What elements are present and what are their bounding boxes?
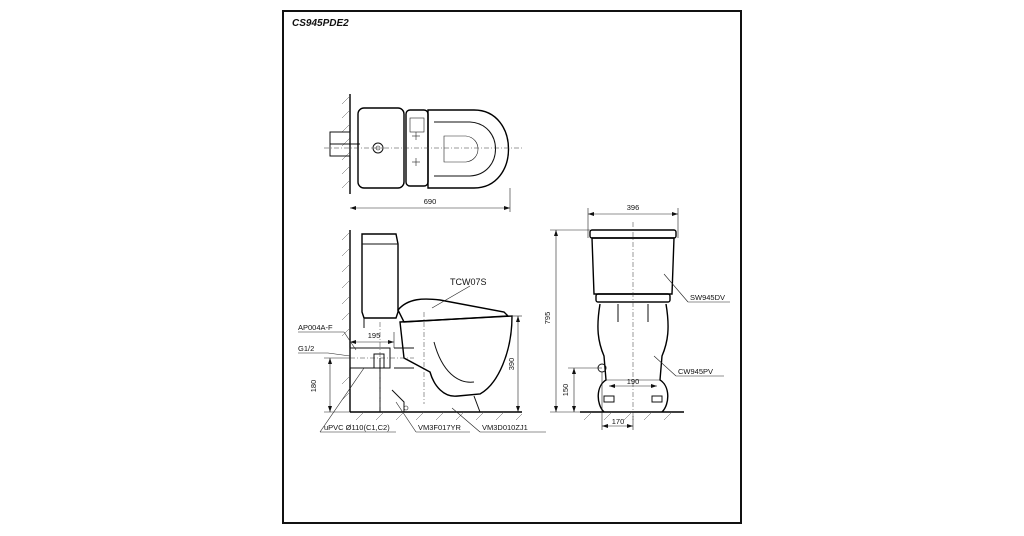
side-view: 195 390 180 TCW07S AP004A-F G1/2 [298,230,546,433]
label-part-zj: VM3D010ZJ1 [482,423,528,432]
drawing-frame: CS945PDE2 [282,10,742,524]
leader-thread [327,352,351,357]
dim-795-label: 795 [543,312,552,325]
front-bowl [597,303,669,413]
dim-150-label: 150 [561,384,570,397]
label-valve: AP004A-F [298,323,333,332]
side-bowl [399,315,513,397]
dim-690-label: 690 [424,197,437,206]
leader-valve [343,331,357,351]
dim-390-label: 390 [507,358,516,371]
model-title: CS945PDE2 [292,18,349,29]
dim-190-label: 190 [627,377,640,386]
leader-tank [663,273,689,303]
technical-drawing: 690 [298,94,730,433]
top-view: 690 [324,94,524,212]
front-tank [591,237,675,295]
leader-bowl [653,355,677,377]
label-tank: SW945DV [690,293,725,302]
dim-180-label: 180 [309,380,318,393]
side-trapway [433,341,475,383]
side-floor-hatch [355,411,523,421]
dim-396-label: 396 [627,203,640,212]
top-seat-ring [434,121,496,177]
top-bowl-opening [443,135,479,163]
front-view: 396 795 150 190 170 [543,203,730,430]
top-flush-button [372,142,384,154]
label-pipe: uPVC Ø110(C1,C2) [324,423,390,432]
front-floor-hatch [583,411,673,421]
label-seat: TCW07S [450,277,487,287]
label-thread: G1/2 [298,344,314,353]
label-bowl: CW945PV [678,367,713,376]
top-wall-hatch [341,95,351,189]
side-tank [361,233,399,319]
dim-195-label: 195 [368,331,381,340]
leader-part-yr [395,401,417,433]
leader-pipe [319,367,365,433]
side-seat-lid [397,298,510,323]
side-wall-hatch [341,231,351,401]
leader-seat [431,285,471,309]
top-bowl-outline [427,109,510,189]
leader-part-zj [451,407,481,433]
label-part-yr: VM3F017YR [418,423,462,432]
dim-170-label: 170 [612,417,625,426]
